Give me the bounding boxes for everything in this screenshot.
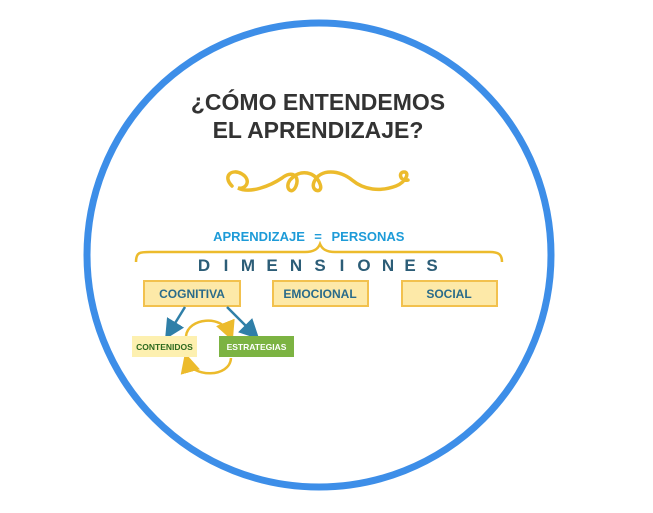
dimension-box-emocional: EMOCIONAL	[272, 280, 369, 307]
arrow-to-contenidos	[165, 306, 187, 340]
dimensions-letter: S	[314, 256, 325, 275]
dimensions-letter: N	[382, 256, 394, 275]
title-line-2: EL APRENDIZAJE?	[213, 117, 424, 143]
equation-right: PERSONAS	[332, 229, 405, 244]
cycle-arrow-top	[184, 318, 235, 341]
equation-left: APRENDIZAJE	[213, 229, 305, 244]
node-contenidos: CONTENIDOS	[132, 336, 197, 357]
dimensions-letter: E	[404, 256, 415, 275]
title-line-1: ¿CÓMO ENTENDEMOS	[191, 88, 445, 115]
dimensions-letter: D	[198, 256, 210, 275]
dimension-label: EMOCIONAL	[283, 287, 356, 301]
dimensions-letter: M	[241, 256, 255, 275]
decorative-squiggle	[226, 170, 410, 193]
node-label: CONTENIDOS	[136, 342, 193, 352]
curly-brace	[134, 240, 504, 263]
dimensions-letter: I	[340, 256, 345, 275]
dimension-box-cognitiva: COGNITIVA	[143, 280, 241, 307]
dimensions-heading: D I M E N S I O N E S	[198, 256, 438, 275]
cycle-arrow-bottom	[180, 352, 233, 375]
dimensions-letter: O	[357, 256, 370, 275]
frame-circle	[83, 19, 555, 491]
dimension-box-social: SOCIAL	[401, 280, 498, 307]
node-estrategias: ESTRATEGIAS	[219, 336, 294, 357]
node-label: ESTRATEGIAS	[227, 342, 287, 352]
dimensions-letter: S	[426, 256, 437, 275]
dimension-label: SOCIAL	[426, 287, 471, 301]
dimensions-letter: N	[290, 256, 302, 275]
dimensions-letter: I	[224, 256, 229, 275]
dimensions-letter: E	[266, 256, 277, 275]
equation-operator: =	[314, 229, 322, 244]
arrow-to-estrategias	[226, 306, 260, 340]
dimension-label: COGNITIVA	[159, 287, 225, 301]
